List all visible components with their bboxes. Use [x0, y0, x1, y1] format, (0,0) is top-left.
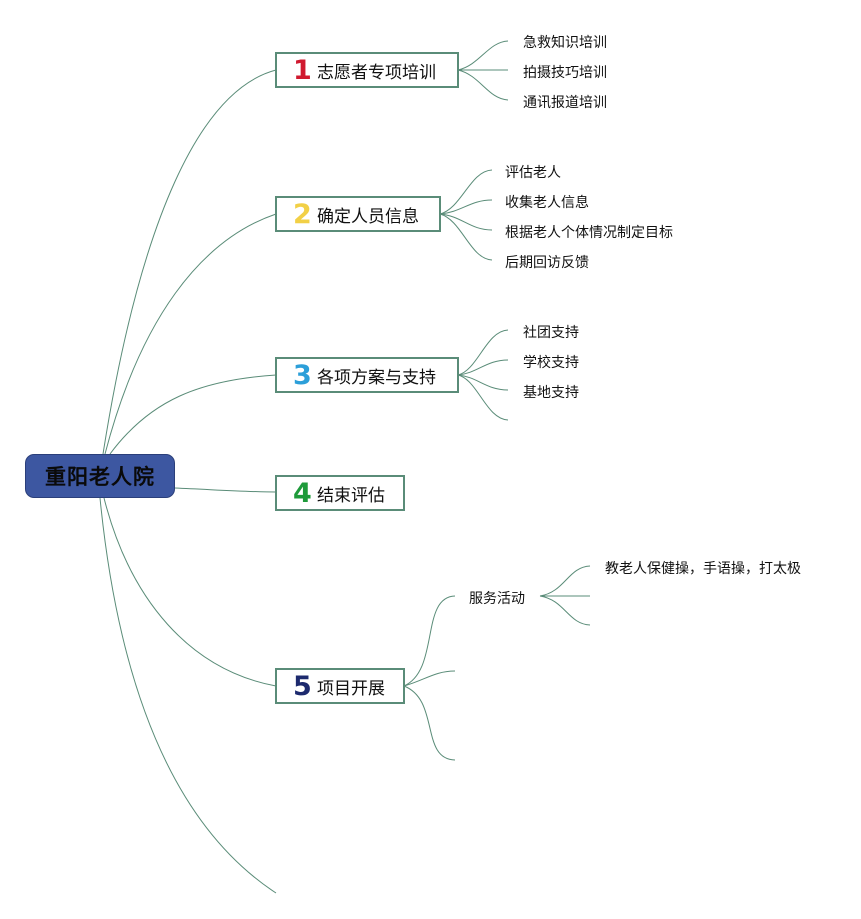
link-b5-c1 [403, 595, 456, 687]
branch-number-2: 2 [293, 198, 312, 230]
link-svc-g1 [539, 565, 591, 597]
leaf-3-3[interactable]: 基地支持 [523, 385, 579, 401]
leaf-1-3[interactable]: 通讯报道培训 [523, 95, 607, 111]
leaf-5-1-1[interactable]: 教老人保健操，手语操，打太极 [605, 561, 801, 577]
leaf-3-2[interactable]: 学校支持 [523, 355, 579, 371]
branch-number-1: 1 [293, 54, 312, 86]
leaf-2-1[interactable]: 评估老人 [505, 165, 561, 181]
branch-number-3: 3 [293, 359, 312, 391]
branch-label-3: 各项方案与支持 [317, 367, 436, 388]
root-label: 重阳老人院 [45, 465, 155, 489]
leaf-1-1[interactable]: 急救知识培训 [523, 35, 607, 51]
link-b3-c4 [457, 374, 509, 421]
link-root-b5 [103, 497, 277, 687]
link-b2-c2 [439, 199, 493, 215]
branch-node-4[interactable]: 4 结束评估 [275, 475, 405, 511]
branch-node-1[interactable]: 1 志愿者专项培训 [275, 52, 459, 88]
link-root-b2 [104, 213, 277, 455]
link-b5-c3 [403, 685, 456, 761]
leaf-2-4[interactable]: 后期回访反馈 [505, 255, 589, 271]
branch-number-5: 5 [293, 670, 312, 702]
branch-node-3[interactable]: 3 各项方案与支持 [275, 357, 459, 393]
leaf-2-3[interactable]: 根据老人个体情况制定目标 [505, 225, 673, 241]
link-b3-c1 [457, 329, 509, 376]
branch-label-1: 志愿者专项培训 [317, 62, 436, 83]
link-svc-g3 [539, 595, 591, 626]
link-b3-c2 [457, 359, 509, 376]
link-b1-c1 [457, 40, 509, 71]
branch-number-4: 4 [293, 477, 312, 509]
link-b1-c3 [457, 69, 509, 101]
branch-node-5[interactable]: 5 项目开展 [275, 668, 405, 704]
link-b2-c4 [439, 213, 493, 261]
leaf-2-2[interactable]: 收集老人信息 [505, 195, 589, 211]
link-b2-c3 [439, 213, 493, 231]
leaf-5-1[interactable]: 服务活动 [469, 591, 525, 607]
link-root-b4 [174, 487, 277, 493]
link-b3-c3 [457, 374, 509, 391]
link-b2-c1 [439, 169, 493, 215]
link-root-b3 [109, 374, 277, 455]
leaf-3-1[interactable]: 社团支持 [523, 325, 579, 341]
link-root-b1 [102, 69, 277, 455]
branch-label-5: 项目开展 [317, 678, 385, 699]
branch-label-4: 结束评估 [317, 485, 385, 506]
leaf-1-2[interactable]: 拍摄技巧培训 [523, 65, 607, 81]
branch-node-2[interactable]: 2 确定人员信息 [275, 196, 441, 232]
link-b5-c2 [403, 670, 456, 687]
branch-label-2: 确定人员信息 [317, 206, 419, 227]
link-root-b6 [99, 497, 277, 894]
root-node[interactable]: 重阳老人院 [25, 454, 175, 498]
